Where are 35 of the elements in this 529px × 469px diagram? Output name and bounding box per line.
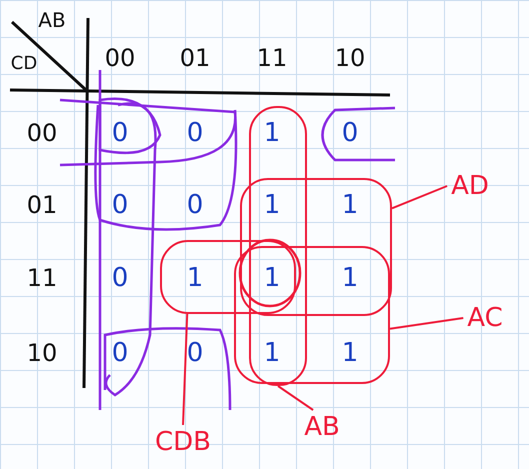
cell-value: 1 [264,192,280,218]
callout-label: AD [451,173,489,199]
cell-value: 0 [112,265,128,291]
cell-value: 0 [186,192,204,218]
column-header: 10 [334,46,366,70]
row-header: 11 [26,266,58,290]
grouping-loop [160,240,296,314]
callout-label: AC [467,305,503,331]
cell-value: 1 [186,265,204,291]
grouping-loop [234,246,390,384]
cell-value: 1 [264,265,280,291]
cell-value: 1 [342,265,358,291]
axis-label: AB [38,10,66,30]
cell-value: 1 [342,340,358,366]
axis-label: CD [10,55,38,73]
row-header: 00 [26,121,58,145]
cell-value: 1 [264,120,280,146]
grouping-loop [240,178,392,316]
grouping-loop [249,106,307,386]
cell-value: 1 [264,340,280,366]
cell-value: 0 [112,120,128,146]
callout-label: CDB [155,429,211,455]
column-header: 01 [180,46,210,70]
cell-value: 0 [112,192,128,218]
row-header: 01 [26,193,58,217]
cell-value: 1 [342,192,358,218]
cell-value: 0 [112,340,128,366]
column-header: 11 [256,46,288,70]
cell-value: 0 [342,120,358,146]
column-header: 00 [104,46,136,70]
cell-value: 0 [186,340,204,366]
row-header: 10 [26,341,58,365]
callout-label: AB [304,414,340,440]
cell-value: 0 [186,120,204,146]
leader-line [277,385,314,411]
